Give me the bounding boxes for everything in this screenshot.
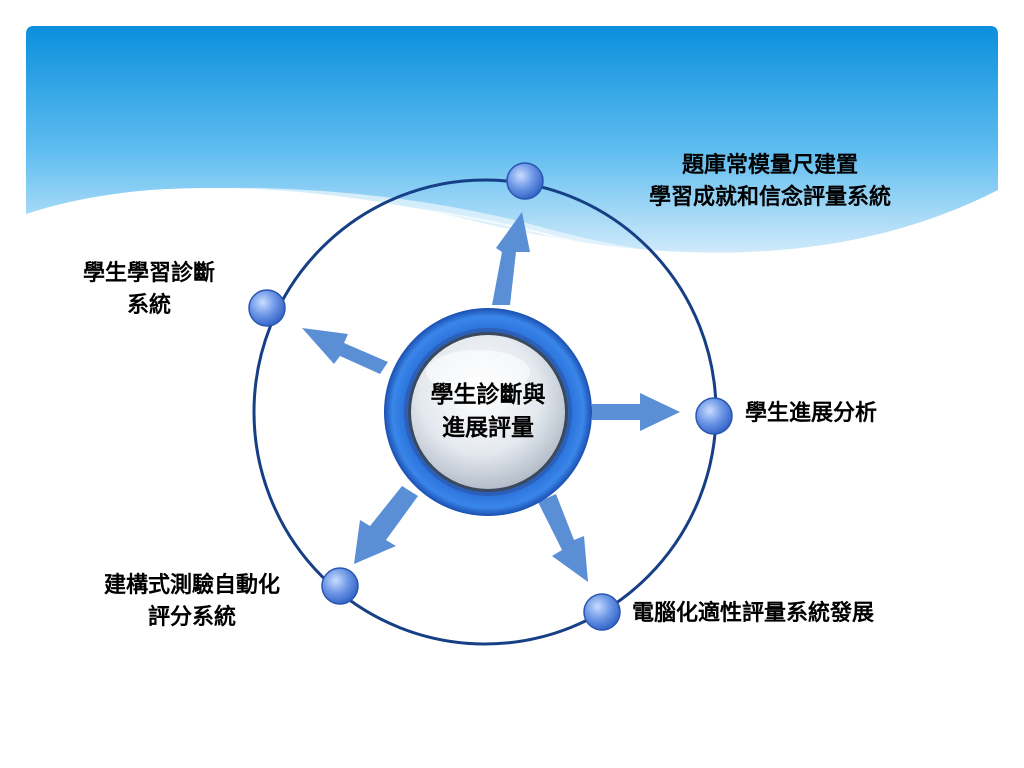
label-bottom-right-line: 電腦化適性評量系統發展 [632, 600, 875, 626]
center-label-line: 進展評量 [442, 414, 534, 442]
label-bottom-left-line: 建構式測驗自動化 [103, 572, 280, 598]
node-right [695, 397, 733, 435]
center-label: 學生診斷與 進展評量 [400, 378, 576, 445]
arrow-bottom-left [354, 486, 418, 564]
arrow-bottom-right [538, 494, 588, 582]
label-left-line: 系統 [126, 291, 171, 318]
label-bottom-left: 建構式測驗自動化 評分系統 [74, 570, 310, 634]
arrow-right [592, 393, 680, 431]
node-left [248, 289, 286, 327]
node-bottom-left [321, 567, 359, 605]
label-left: 學生學習診斷 系統 [58, 258, 240, 322]
label-top: 題庫常模量尺建置 學習成就和信念評量系統 [610, 150, 930, 214]
label-top-line: 題庫常模量尺建置 [681, 152, 858, 178]
node-bottom-right [583, 593, 621, 631]
arrows [302, 212, 680, 582]
arrow-left [302, 328, 388, 374]
arrow-top [492, 212, 530, 305]
center-hub [384, 308, 592, 516]
node-top [506, 162, 544, 200]
label-right: 學生進展分析 [745, 398, 877, 430]
label-right-line: 學生進展分析 [745, 400, 878, 426]
nodes [248, 162, 733, 631]
label-bottom-left-line: 評分系統 [147, 603, 236, 630]
label-top-line: 學習成就和信念評量系統 [648, 183, 891, 210]
label-left-line: 學生學習診斷 [82, 260, 215, 286]
center-label-line: 學生診斷與 [430, 381, 546, 408]
label-bottom-right: 電腦化適性評量系統發展 [632, 598, 874, 630]
